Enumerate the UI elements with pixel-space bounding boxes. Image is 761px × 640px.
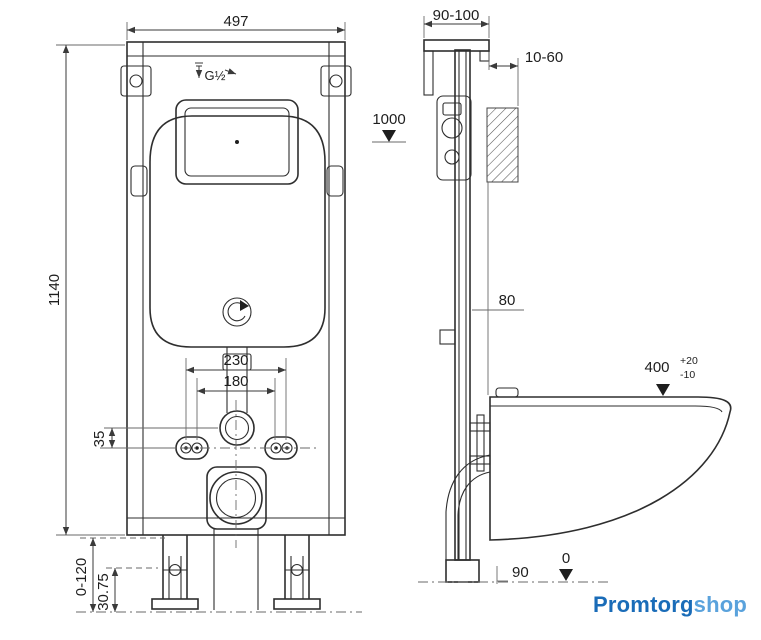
datum-triangle-icon [559,569,573,581]
dim-label-35: 35 [91,431,108,448]
toilet-bowl-profile [489,387,732,541]
wall-bracket-tabs [120,65,352,97]
dim-label-width: 497 [223,13,248,30]
dim-bowl-height: 400 +20 -10 [644,355,698,396]
inlet-bend [219,410,255,446]
promtorgshop-logo: Promtorgshop [593,592,747,618]
seat-hinge-detail [495,387,519,398]
dim-label-1000: 1000 [372,111,405,128]
dim-label-tol-plus: +20 [680,355,698,367]
dim-outlet-height: 90 [496,564,529,584]
frame-foot-side [445,559,480,583]
frame-rail-side [454,49,471,561]
logo-text-primary: Promtorg [593,592,694,617]
dim-label-0-120: 0-120 [73,558,90,596]
flush-valve-icon [222,297,252,327]
side-view: 90-100 10-60 1000 80 400 +20 -10 [372,7,732,584]
dim-label-400: 400 [644,359,669,376]
adjustable-legs [151,535,321,610]
water-supply-connection: G½ [195,62,237,83]
dim-label-180: 180 [223,373,248,390]
dim-width: 497 [126,13,346,40]
level-triangle-icon [656,384,670,396]
flow-direction-arrow-icon [224,68,237,75]
dim-frame-depth: 90-100 [423,7,490,38]
dim-label-wall-gap: 10-60 [525,49,563,66]
front-view: G½ [46,13,362,613]
access-panel [175,99,299,185]
dim-label-tol-minus: -10 [680,369,695,381]
dim-bolt-spacing: 230 180 [185,352,287,440]
inlet-thread-label: G½ [205,68,226,83]
dim-label-80: 80 [499,292,516,309]
wall-bracket-side [423,39,490,96]
dim-label-90: 90 [512,564,529,581]
drain-elbow-side [445,454,491,560]
logo-text-secondary: shop [693,592,747,617]
dim-label-depth: 90-100 [433,7,480,24]
dim-label-0: 0 [562,550,570,567]
concealed-cistern [130,99,344,348]
dim-leg-adjustment: 0-120 30.75 [73,537,165,612]
fixing-plates [100,436,320,460]
cistern-side [436,95,472,181]
dim-height: 1140 [46,44,125,536]
water-supply-icon [195,62,203,78]
dim-cistern-level: 1000 [372,111,406,143]
dim-floor-datum: 0 [559,550,573,581]
level-triangle-icon [382,130,396,142]
dim-label-230: 230 [223,352,248,369]
panel-center-mark [235,140,239,144]
dim-drain-pipe: 80 [472,292,524,311]
drain-outlet [206,400,267,610]
dim-label-height: 1140 [46,274,63,306]
dim-wall-clearance: 10-60 [488,49,563,106]
wall-section [486,107,519,395]
dim-axis-offset: 35 [91,427,218,449]
dim-label-30-75: 30.75 [95,573,112,611]
bowl-mounting-hardware [439,329,491,472]
